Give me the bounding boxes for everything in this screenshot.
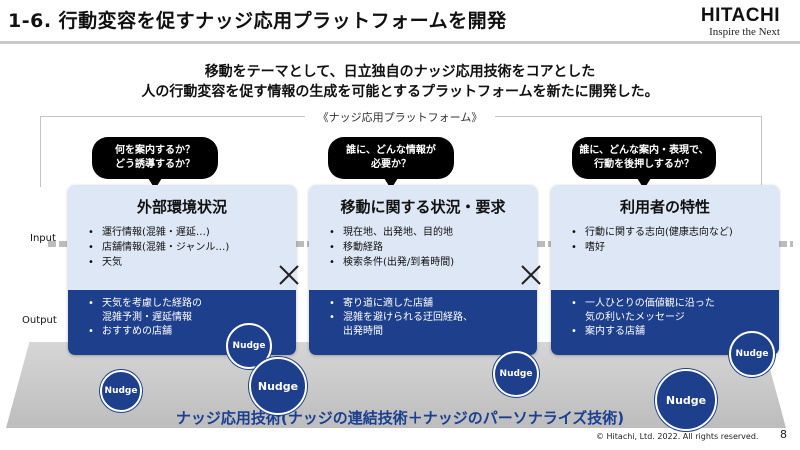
list-item: 寄り道に適した店舗 (329, 297, 473, 311)
title-rule (0, 41, 800, 44)
nudge-badge: Nudge (100, 370, 142, 412)
cross-icon (279, 265, 299, 285)
logo-word: HITACHI (700, 5, 780, 26)
page-number: 8 (780, 428, 787, 441)
card-input-section: 外部環境状況 運行情報(混雑・遅延…) 店舗情報(混雑・ジャンル…) 天気 (68, 185, 296, 290)
page-title: 1-6. 行動変容を促すナッジ応用プラットフォームを開発 (8, 10, 507, 32)
question-bubble-3: 誰に、どんな案内・表現で、行動を後押しするか？ (572, 137, 716, 189)
question-bubble-2: 誰に、どんな情報が必要か？ (328, 137, 454, 189)
list-item: おすすめの店舗 (88, 325, 202, 339)
output-list: 寄り道に適した店舗 混雑を避けられる迂回経路、出発時間 (329, 297, 473, 339)
question-bubble-1: 何を案内するか？どう誘導するか？ (92, 137, 218, 189)
input-label: Input (30, 233, 56, 244)
input-list: 運行情報(混雑・遅延…) 店舗情報(混雑・ジャンル…) 天気 (88, 225, 229, 270)
card-title: 移動に関する状況・要求 (340, 198, 506, 216)
footer-copyright: © Hitachi, Ltd. 2022. All rights reserve… (596, 432, 759, 441)
platform-caption: 《ナッジ応用プラットフォーム》 (317, 111, 483, 124)
bubble-text: 誰に、どんな情報が必要か？ (346, 145, 436, 170)
chain-link-1-2 (296, 241, 309, 247)
output-label: Output (22, 315, 57, 326)
list-item: 店舗情報(混雑・ジャンル…) (88, 240, 229, 255)
card-input-section: 利用者の特性 行動に関する志向(健康志向など) 嗜好 (551, 185, 779, 290)
card-mobility-situation: 移動に関する状況・要求 現在地、出発地、目的地 移動経路 検索条件(出発/到着時… (309, 185, 537, 355)
chain-link-2-3 (537, 241, 551, 247)
card-output-section: 寄り道に適した店舗 混雑を避けられる迂回経路、出発時間 (309, 290, 537, 355)
list-item: 現在地、出発地、目的地 (329, 225, 454, 240)
list-item: 行動に関する志向(健康志向など) (571, 225, 733, 240)
list-item: 検索条件(出発/到着時間) (329, 255, 454, 270)
input-list: 現在地、出発地、目的地 移動経路 検索条件(出発/到着時間) (329, 225, 454, 270)
bubble-text: 何を案内するか？どう誘導するか？ (115, 145, 195, 170)
list-item: 運行情報(混雑・遅延…) (88, 225, 229, 240)
bubble-text: 誰に、どんな案内・表現で、行動を後押しするか？ (579, 145, 709, 170)
nudge-badge: Nudge (729, 331, 775, 377)
platform-frame-gap (305, 110, 495, 122)
card-title: 利用者の特性 (619, 198, 710, 216)
cross-icon (521, 265, 541, 285)
list-item: 天気 (88, 255, 229, 270)
card-title: 外部環境状況 (136, 198, 227, 216)
list-item: 移動経路 (329, 240, 454, 255)
list-item: 案内する店舗 (571, 325, 715, 339)
card-input-section: 移動に関する状況・要求 現在地、出発地、目的地 移動経路 検索条件(出発/到着時… (309, 185, 537, 290)
core-technology-label: ナッジ応用技術(ナッジの連結技術＋ナッジのパーソナライズ技術) (175, 409, 625, 427)
nudge-badge: Nudge (655, 369, 717, 431)
nudge-badge: Nudge (493, 351, 539, 397)
nudge-badge: Nudge (249, 357, 307, 415)
lead-line-2: 人の行動変容を促す情報の生成を可能とするプラットフォームを新たに開発した。 (141, 84, 659, 100)
chain-link-left (48, 241, 68, 247)
card-user-characteristics: 利用者の特性 行動に関する志向(健康志向など) 嗜好 一人ひとりの価値観に沿った… (551, 185, 779, 355)
list-item: 混雑を避けられる迂回経路、出発時間 (329, 311, 473, 339)
card-external-environment: 外部環境状況 運行情報(混雑・遅延…) 店舗情報(混雑・ジャンル…) 天気 天気… (68, 185, 296, 355)
list-item: 嗜好 (571, 240, 733, 255)
logo-tagline: Inspire the Next (709, 26, 780, 38)
chain-link-right (779, 241, 793, 247)
hitachi-logo: HITACHI Inspire the Next (701, 6, 780, 39)
input-list: 行動に関する志向(健康志向など) 嗜好 (571, 225, 733, 255)
lead-line-1: 移動をテーマとして、日立独自のナッジ応用技術をコアとした (204, 64, 596, 80)
